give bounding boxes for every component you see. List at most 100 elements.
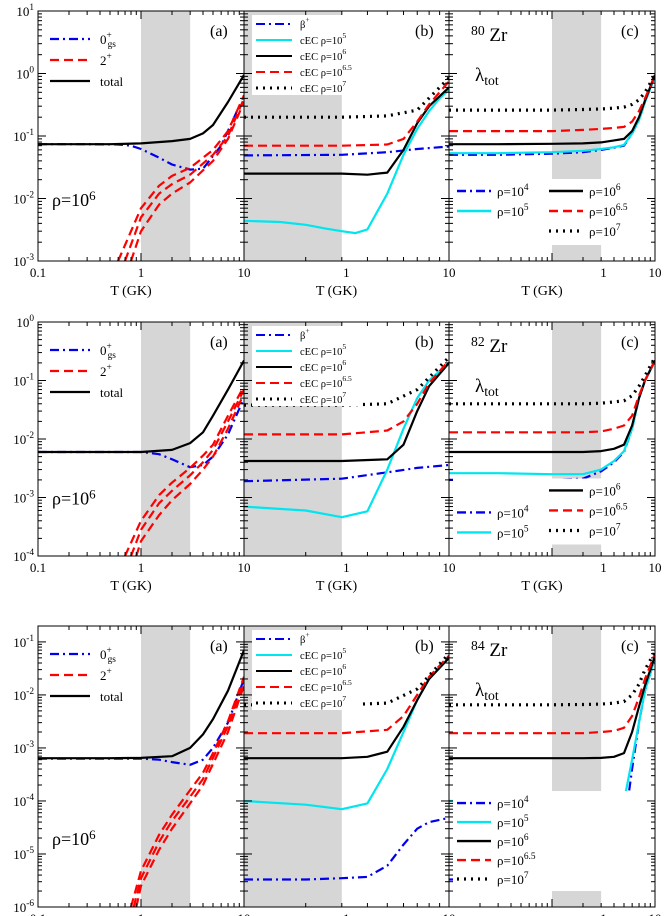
legend-label: ρ=106.5 [589,203,628,219]
y-tick-label: 10-3 [13,253,34,269]
legend-label: β+ [300,630,310,646]
legend-label: cEC ρ=106.5 [300,678,352,694]
y-tick-label: 10-6 [13,899,34,915]
series-cEC-10-6 [244,657,449,760]
legend-label: ρ=105 [497,203,529,219]
legend-label: cEC ρ=106 [300,358,346,374]
y-tick-label: 10-4 [13,793,34,809]
series-0-gs [38,397,244,469]
panel-tag: (c) [621,334,639,351]
x-tick-label: 1 [138,265,145,280]
y-tick-label: 10-3 [13,740,34,756]
series-- [244,145,449,157]
legend-label: total [100,689,123,704]
y-tick-label: 10-2 [13,431,34,447]
legend-label: ρ=106 [589,183,621,199]
legend-label: total [100,74,123,89]
x-tick-label: 10 [443,265,456,280]
series-2-band-2- [123,385,244,556]
legend-label: ρ=107 [589,522,621,538]
series-- [244,463,449,483]
x-tick-label: 1 [600,265,607,280]
x-tick-label: 0.1 [30,911,46,916]
legend-label: β+ [300,15,310,31]
legend-label: 0+gs [100,31,116,50]
series-cEC-10-6 [244,86,449,176]
x-tick-label: 1 [343,265,350,280]
panel-tag: (b) [415,638,434,655]
legend-label: 0+gs [100,342,116,361]
series-cEC-10-5 [244,362,449,519]
legend-label: 2+ [100,667,112,683]
legend-label: cEC ρ=105 [300,342,346,358]
series-2-band- [123,97,244,261]
x-axis-label: T (GK) [316,579,358,594]
series--10-6-5 [449,360,655,434]
isotope-label: 82 Zr [471,334,508,357]
legend-label: ρ=106 [497,833,529,849]
series--10-7 [449,651,655,707]
y-tick-label: 10-1 [13,128,34,144]
series--10-6-5 [449,74,655,133]
series-group [38,359,244,556]
series-group [244,76,449,235]
density-label: ρ=106 [52,188,96,210]
legend-a: 0+gs2+total [50,342,123,400]
legend-label: cEC ρ=106 [300,662,346,678]
x-tick-label: 0.1 [30,265,46,280]
x-tick-label: 1 [343,911,350,916]
x-tick-label: 1 [138,560,145,575]
series--10-6 [449,655,655,760]
legend-label: cEC ρ=105 [300,31,346,47]
legend-label: 2+ [100,363,112,379]
chart-row-84Zr: 0.11T (GK)10-610-510-410-310-210-1(a)0+g… [13,625,662,916]
series-2- [135,685,244,907]
series-2-band-2- [129,676,244,907]
series-total [38,74,244,146]
y-tick-label: 100 [16,314,34,330]
legend-label: cEC ρ=107 [300,79,346,95]
legend-label: ρ=106 [589,482,621,498]
legend-label: 2+ [100,52,112,68]
series-2- [129,101,244,261]
panel-tag: (a) [210,334,228,351]
legend-a: 0+gs 2+ total [50,31,123,89]
x-axis-label: T (GK) [316,284,358,299]
rate-label: λtot [475,680,499,703]
legend-label: ρ=104 [497,504,529,520]
y-tick-label: 10-4 [13,548,34,564]
y-tick-label: 10-1 [13,634,34,650]
y-tick-label: 10-5 [13,846,34,862]
series-group [449,356,655,481]
x-tick-label: 10 [443,911,456,916]
rate-label: λtot [475,376,499,399]
y-tick-label: 10-2 [13,191,34,207]
series-total [38,649,244,760]
series-0-gs [38,678,244,766]
legend-label: ρ=104 [497,795,529,811]
x-axis-label: T (GK) [521,579,563,594]
x-tick-label: 10 [238,265,251,280]
x-tick-label: 10 [649,911,662,916]
series--10-7 [449,356,655,406]
series-2-band-2- [117,94,244,261]
series--10-7 [449,74,655,112]
series-0-gs [38,105,241,171]
plot-root: 0.1 1 T (GK) 10-3 10-2 10-1 100 10 1 (a) 0+gs 2+ tot… [13,3,661,916]
rate-label: λtot [475,65,499,88]
series-cEC-10-5 [244,88,449,235]
series-cEC-10-6-5 [244,359,449,436]
panel-tag: (b) [415,23,434,40]
